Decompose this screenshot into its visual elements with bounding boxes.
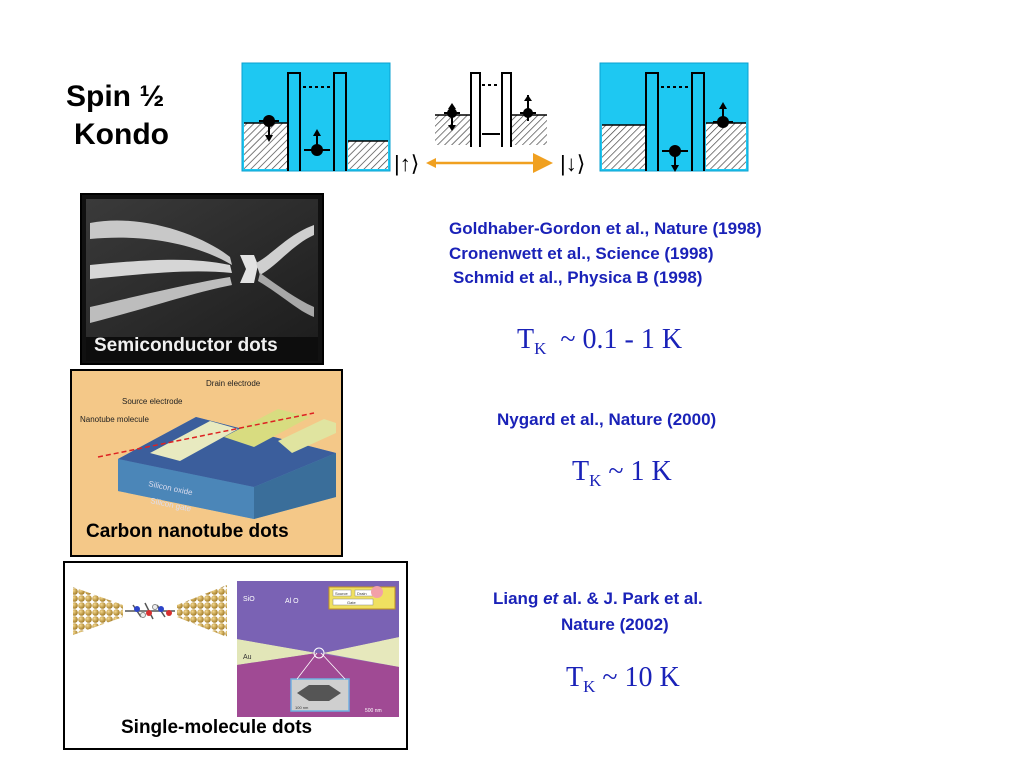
reference-liang-park: Liang et al. & J. Park et al.: [493, 589, 703, 608]
label-source: Source: [335, 591, 348, 596]
title-line2: Kondo: [74, 118, 169, 151]
reference-goldhaber: Goldhaber-Gordon et al., Nature (1998): [449, 219, 762, 238]
label-sio2: SiO: [243, 596, 255, 603]
state-up-panel: [241, 62, 391, 172]
carbon-nanotube-image: Drain electrode Source electrode Nanotub…: [70, 369, 343, 557]
label-scale: 500 nm: [365, 708, 382, 714]
kondo-temperature-semiconductor: TK ~ 0.1 - 1 K: [517, 324, 683, 358]
sem-micrograph: [86, 199, 318, 361]
nanotube-device-illustration: Drain electrode Source electrode Nanotub…: [80, 379, 336, 519]
molecule-caption: Single-molecule dots: [121, 717, 313, 738]
label-inset-scale: 100 nm: [295, 705, 309, 710]
molecule-junction-illustration: [73, 585, 227, 637]
semiconductor-dots-image: Semiconductor dots: [80, 193, 324, 365]
title-line1: Spin ½: [66, 80, 165, 113]
molecule-sem-image: Source Drain Gate SiO Al O Au 500 nm 100…: [237, 581, 399, 717]
reference-nygard: Nygard et al., Nature (2000): [497, 410, 717, 429]
reference-schmid: Schmid et al., Physica B (1998): [453, 268, 703, 287]
ket-down-label: |↓⟩: [560, 151, 585, 176]
label-drain-electrode: Drain electrode: [206, 379, 261, 388]
reference-cronenwett: Cronenwett et al., Science (1998): [449, 244, 714, 263]
label-nanotube-molecule: Nanotube molecule: [80, 415, 149, 424]
semiconductor-caption: Semiconductor dots: [94, 335, 278, 356]
kondo-spin-flip-diagram: |↑⟩ |↓⟩: [241, 62, 749, 176]
label-al2o3: Al O: [285, 598, 299, 605]
state-down-panel: [599, 62, 749, 172]
virtual-state-panel: [435, 72, 547, 147]
label-source-electrode: Source electrode: [122, 397, 183, 406]
label-gate: Gate: [347, 600, 356, 605]
nanotube-caption: Carbon nanotube dots: [86, 521, 289, 542]
label-au: Au: [243, 654, 252, 661]
kondo-temperature-nanotube: TK ~ 1 K: [572, 456, 672, 490]
ket-up-label: |↑⟩: [394, 151, 419, 176]
kondo-temperature-molecule: TK ~ 10 K: [566, 662, 680, 696]
label-drain: Drain: [357, 591, 367, 596]
reference-nature-2002: Nature (2002): [561, 615, 669, 634]
slide-title: Spin ½ Kondo: [66, 78, 169, 154]
single-molecule-image: Source Drain Gate SiO Al O Au 500 nm 100…: [63, 561, 408, 750]
